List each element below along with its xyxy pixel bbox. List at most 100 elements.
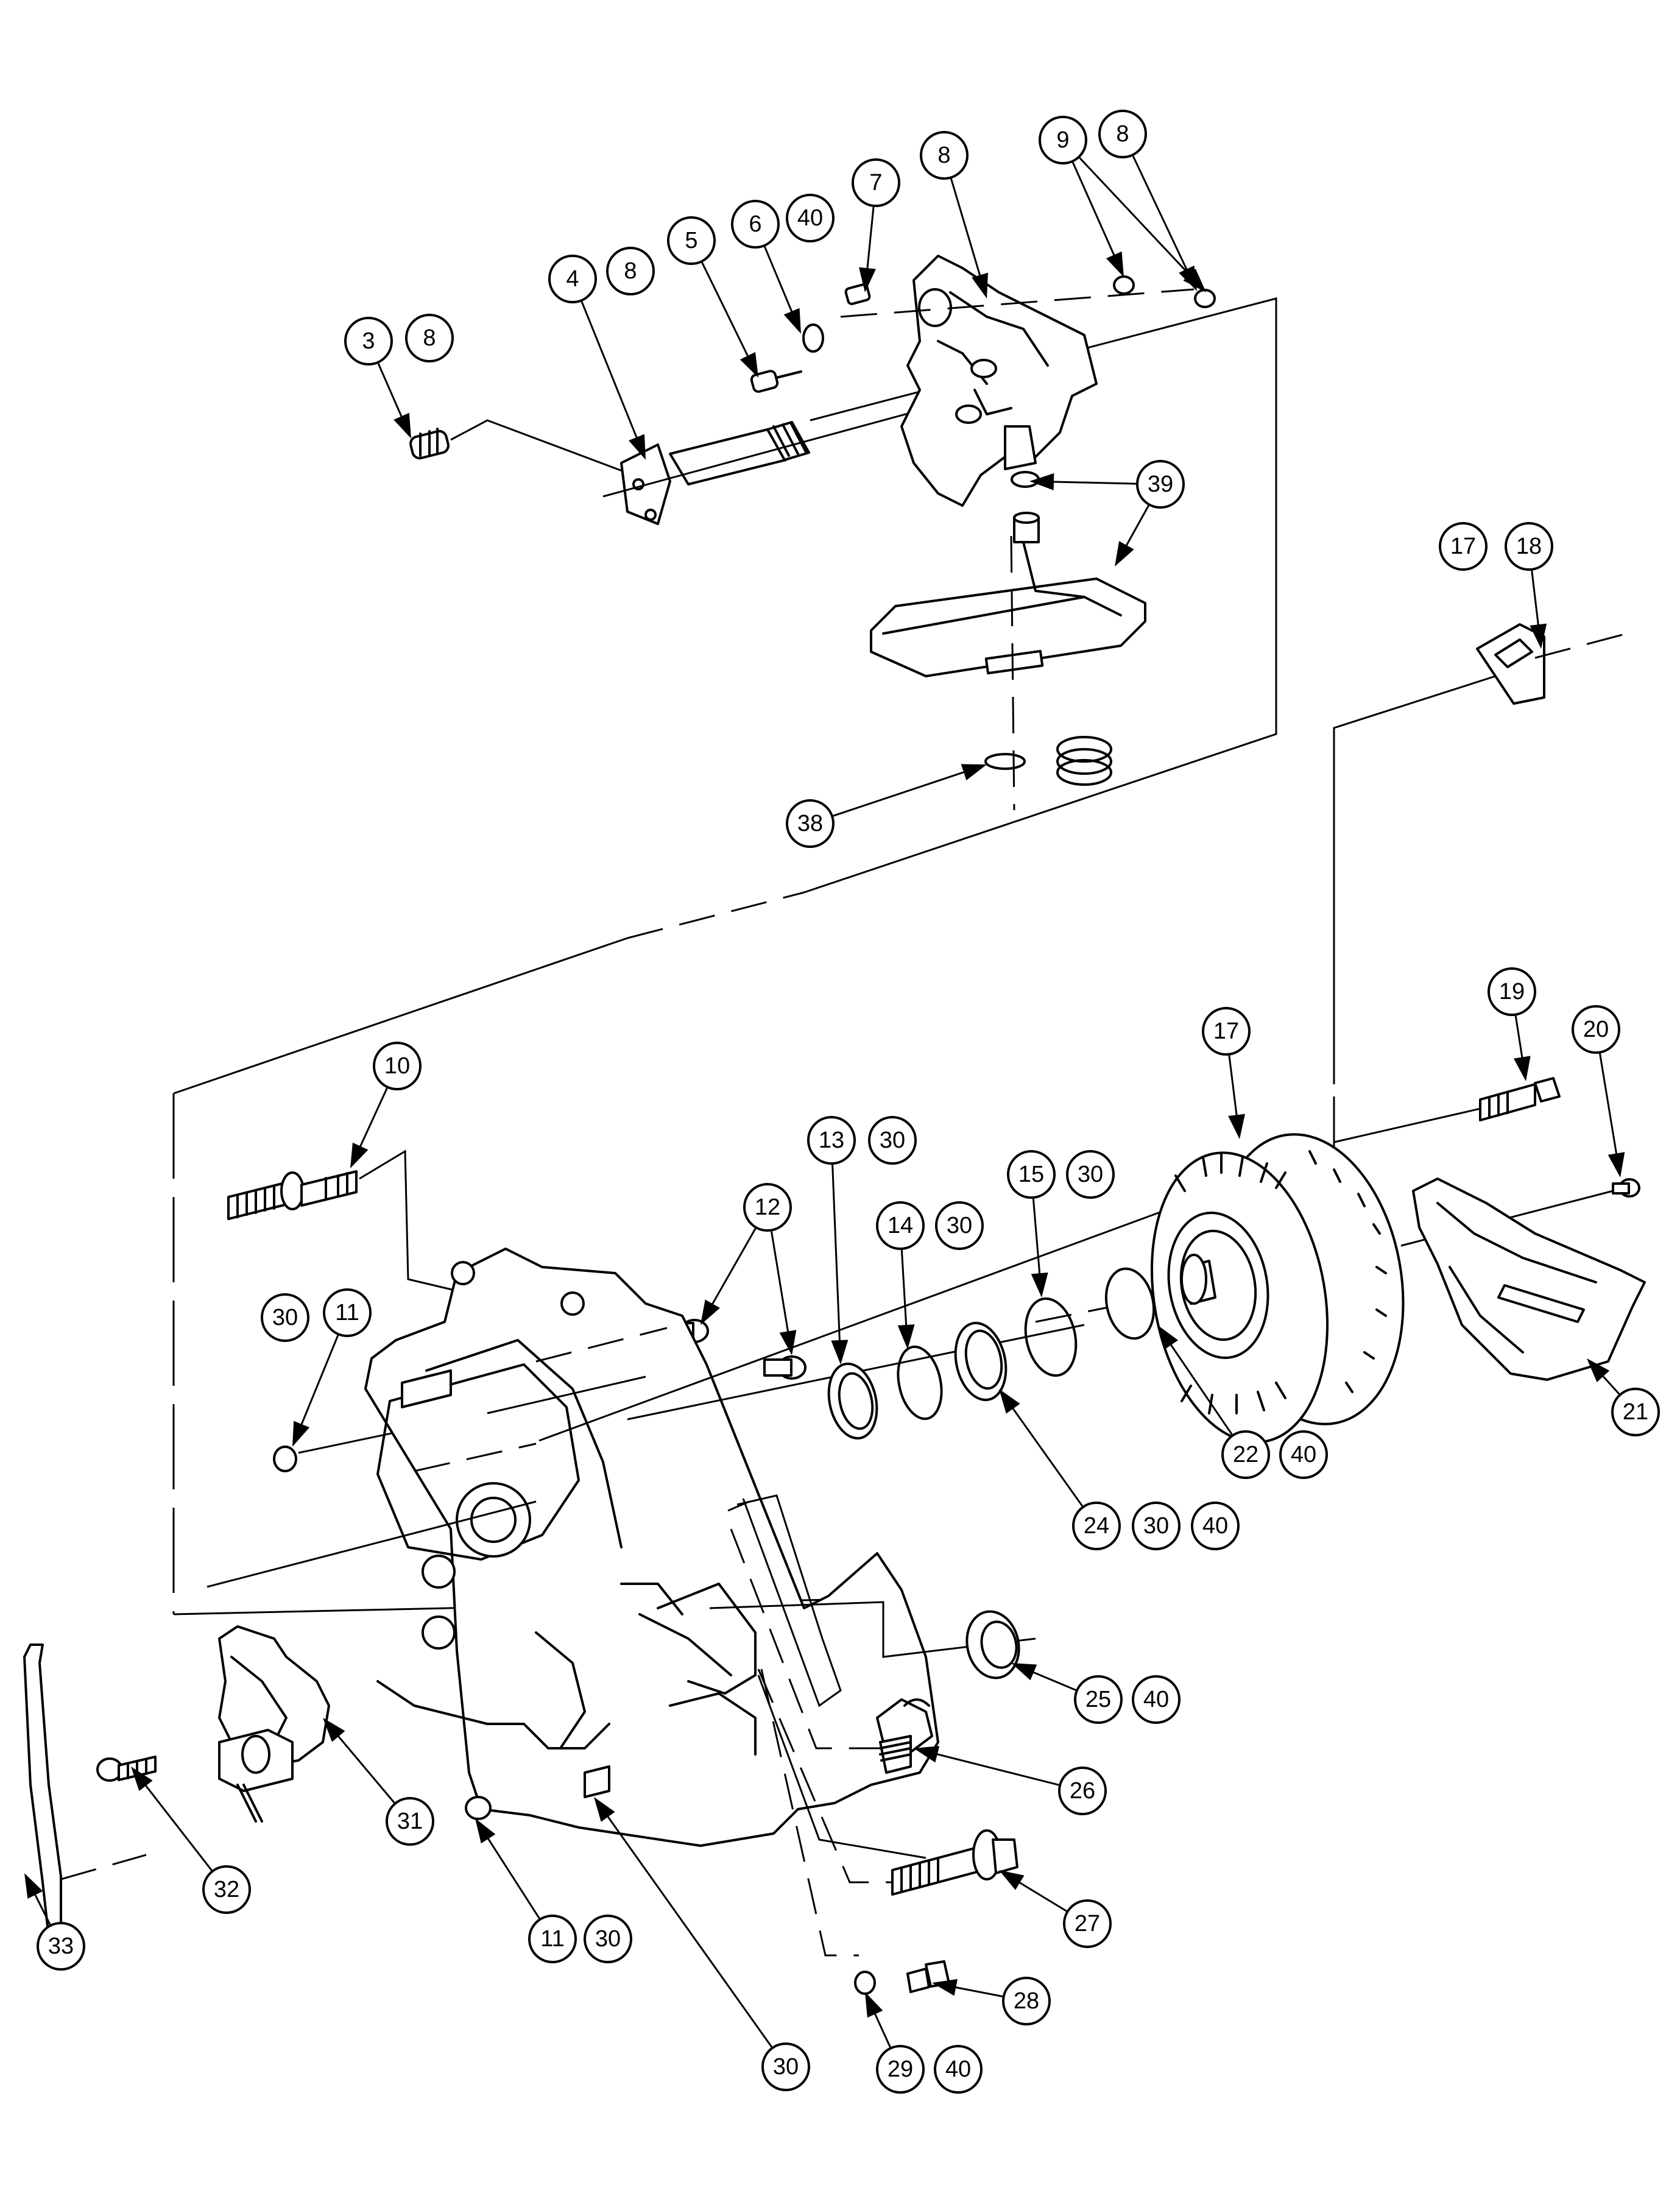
callout-c24c: 40 (1191, 1502, 1240, 1550)
clip-18 (1333, 623, 1639, 1151)
callout-circle (1136, 460, 1185, 509)
leader-line (1599, 1053, 1620, 1172)
callout-c11bb: 30 (584, 1915, 632, 1963)
leader-arrowhead (131, 1767, 153, 1792)
callout-number: 30 (773, 2054, 799, 2080)
callout-number: 30 (880, 1128, 905, 1153)
leader-arrowhead (1011, 1663, 1037, 1681)
callout-circle (920, 131, 969, 180)
callout-circle (1611, 1388, 1660, 1436)
callout-circle (1002, 1977, 1051, 2025)
washer-29 (854, 1971, 876, 1995)
callout-circle (261, 1293, 309, 1342)
leader-line (701, 262, 757, 373)
callout-number: 40 (1202, 1513, 1228, 1539)
leader-arrowhead (783, 308, 801, 334)
callout-number: 5 (685, 228, 697, 253)
callout-circle (1279, 1430, 1328, 1479)
callout-circle (786, 194, 835, 242)
leader-arrowhead (1157, 1325, 1179, 1350)
callout-circle (876, 1201, 925, 1250)
leader-line (596, 1801, 773, 2048)
callout-c8: 8 (920, 131, 969, 180)
callout-c24: 24 (1072, 1502, 1121, 1550)
ring-15 (1024, 1297, 1078, 1377)
callout-number: 30 (1078, 1162, 1103, 1187)
callout-circle (606, 247, 655, 295)
callout-number: 17 (1213, 1019, 1239, 1044)
bolt-7 (844, 283, 871, 305)
callout-number: 31 (397, 1809, 423, 1834)
leader-arrowhead (1513, 1056, 1531, 1081)
callout-circle (386, 1797, 434, 1846)
callout-circle (584, 1915, 632, 1963)
callout-circle (1098, 110, 1147, 158)
leader-arrowhead (1029, 473, 1054, 490)
leader-arrowhead (999, 1870, 1025, 1890)
callout-c11aPre: 30 (261, 1293, 309, 1342)
callout-number: 40 (945, 2056, 971, 2082)
callout-circle (1202, 1007, 1251, 1056)
callout-number: 32 (214, 1877, 239, 1902)
leader-arrowhead (1530, 623, 1547, 649)
leader-line (833, 765, 981, 817)
callout-c17b: 17 (1202, 1007, 1251, 1056)
callout-number: 6 (749, 211, 761, 237)
callout-c5: 5 (667, 216, 716, 265)
callout-number: 25 (1085, 1687, 1111, 1712)
callout-c28: 28 (1002, 1977, 1051, 2025)
callout-number: 4 (566, 266, 579, 292)
callout-circle (1505, 522, 1553, 571)
leader-arrowhead (897, 1324, 915, 1349)
callout-c33: 33 (37, 1922, 85, 1971)
callout-c15b: 30 (1066, 1150, 1115, 1199)
leader-arrowhead (1608, 1152, 1625, 1177)
callout-number: 3 (362, 328, 375, 354)
callout-c7: 7 (852, 158, 900, 207)
callout-circle (37, 1922, 85, 1971)
callout-c13: 13 (807, 1116, 856, 1165)
callout-c19: 19 (1488, 967, 1536, 1016)
callout-circle (876, 2045, 925, 2094)
leader-arrowhead (394, 412, 411, 439)
callout-circle (528, 1915, 577, 1963)
callout-circle (786, 799, 835, 848)
callout-number: 14 (888, 1213, 913, 1238)
leader-arrowhead (701, 1299, 720, 1325)
callout-circle (1072, 1502, 1121, 1550)
callout-c4b: 8 (606, 247, 655, 295)
leader-line (1079, 157, 1203, 289)
callout-number: 19 (1499, 979, 1525, 1004)
leader-arrowhead (24, 1873, 43, 1899)
leader-line (771, 1231, 792, 1350)
callout-c30: 30 (761, 2042, 810, 2091)
callout-number: 8 (937, 143, 950, 168)
callout-circle (1221, 1430, 1270, 1479)
callout-c3b: 8 (405, 314, 454, 362)
callout-circle (935, 1201, 984, 1250)
leader-arrowhead (831, 1340, 849, 1364)
callout-circle (323, 1288, 372, 1337)
leader-line (581, 301, 644, 455)
callout-number: 30 (947, 1213, 972, 1238)
callout-c29b: 40 (934, 2045, 983, 2094)
callout-number: 9 (1056, 127, 1069, 153)
callout-circle (202, 1865, 251, 1914)
callout-c25b: 40 (1132, 1675, 1181, 1724)
leader-arrowhead (594, 1797, 615, 1822)
transaxle-case (364, 1248, 939, 1847)
seal-24 (954, 1321, 1008, 1402)
leader-arrowhead (779, 1330, 797, 1355)
callout-number: 40 (1291, 1442, 1316, 1467)
leader-line (294, 1335, 339, 1442)
callout-circle (667, 216, 716, 265)
callout-number: 17 (1450, 534, 1476, 559)
leader-line (1001, 1393, 1084, 1507)
leader-arrowhead (1587, 1358, 1610, 1383)
leader-arrowhead (1183, 269, 1206, 292)
washer-6 (802, 323, 824, 353)
upper-assembly (172, 255, 1277, 1615)
callout-circle (761, 2042, 810, 2091)
leader-arrowhead (1031, 1272, 1048, 1297)
callout-c24b: 30 (1132, 1502, 1181, 1550)
